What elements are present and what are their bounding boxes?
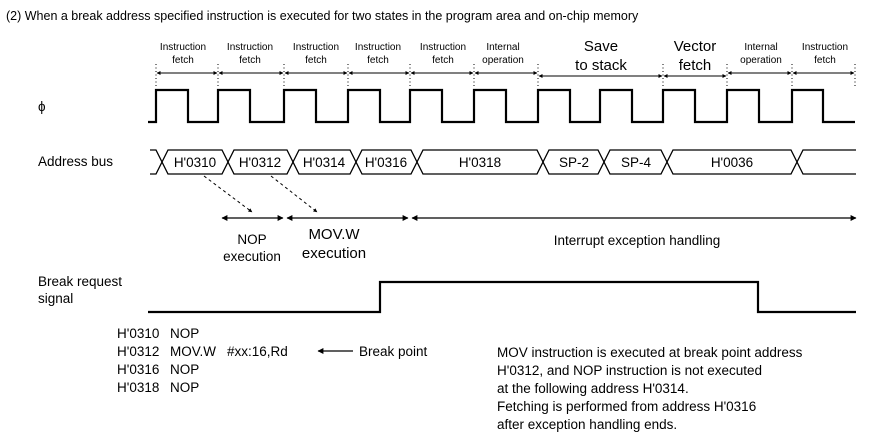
phase-1-line2: fetch	[172, 55, 194, 66]
nop-execution-line1: NOP	[237, 232, 266, 247]
program-addr: H'0316	[117, 362, 159, 377]
note-line: MOV instruction is executed at break poi…	[497, 345, 803, 360]
phase-1-line1: Instruction	[160, 42, 206, 53]
note-line: after exception handling ends.	[497, 417, 677, 432]
program-listing: H'0310 NOP H'0312 MOV.W #xx:16,Rd H'0316…	[117, 326, 288, 395]
addr-0316: H'0316	[365, 155, 407, 170]
phase-3-line2: fetch	[305, 55, 327, 66]
phase-7-line1: Save	[584, 38, 618, 55]
addr-0318: H'0318	[459, 155, 501, 170]
interrupt-handling-label: Interrupt exception handling	[554, 233, 721, 248]
phase-dividers	[155, 64, 856, 88]
program-addr: H'0312	[117, 344, 159, 359]
phase-6-line2: operation	[482, 55, 524, 66]
mov-execution-line2: execution	[302, 245, 366, 262]
program-addr: H'0310	[117, 326, 159, 341]
diagram-title: (2) When a break address specified instr…	[6, 9, 639, 23]
nop-pointer-arrow	[203, 175, 253, 213]
phi-label: ϕ	[38, 99, 46, 114]
phase-9-line1: Internal	[744, 42, 777, 53]
program-operand: #xx:16,Rd	[227, 344, 288, 359]
addr-0312: H'0312	[239, 155, 281, 170]
phase-8-line2: fetch	[679, 57, 712, 74]
addr-0036: H'0036	[711, 155, 753, 170]
program-op: MOV.W	[170, 344, 216, 359]
phase-arrows	[156, 71, 855, 78]
break-request-label-line1: Break request	[38, 274, 122, 289]
note-line: Fetching is performed from address H'031…	[497, 399, 756, 414]
addr-0310: H'0310	[174, 155, 216, 170]
mov-execution-line1: MOV.W	[308, 226, 360, 243]
note-line: at the following address H'0314.	[497, 381, 689, 396]
phase-10-line2: fetch	[814, 55, 836, 66]
phi-clock-waveform	[148, 88, 855, 124]
phase-3-line1: Instruction	[293, 42, 339, 53]
program-addr: H'0318	[117, 380, 159, 395]
addr-sp-4: SP-4	[621, 155, 652, 170]
phase-4-line2: fetch	[367, 55, 389, 66]
break-request-waveform	[148, 280, 856, 314]
program-op: NOP	[170, 362, 199, 377]
phase-7-line2: to stack	[575, 57, 627, 74]
phase-2-line2: fetch	[239, 55, 261, 66]
break-request-label-line2: signal	[38, 291, 73, 306]
addr-sp-2: SP-2	[559, 155, 589, 170]
explanation-note: MOV instruction is executed at break poi…	[497, 345, 803, 432]
phase-9-line2: operation	[740, 55, 782, 66]
phase-10-line1: Instruction	[802, 42, 848, 53]
address-bus-waveform	[150, 149, 856, 175]
phase-2-line1: Instruction	[227, 42, 273, 53]
phase-labels: Instruction fetch Instruction fetch Inst…	[160, 38, 848, 74]
phase-5-line2: fetch	[432, 55, 454, 66]
note-line: H'0312, and NOP instruction is not execu…	[497, 363, 762, 378]
mov-pointer-arrow	[270, 175, 318, 213]
phase-4-line1: Instruction	[355, 42, 401, 53]
address-bus-label: Address bus	[38, 154, 113, 169]
phase-8-line1: Vector	[674, 38, 717, 55]
program-op: NOP	[170, 380, 199, 395]
phase-6-line1: Internal	[486, 42, 519, 53]
phase-5-line1: Instruction	[420, 42, 466, 53]
program-op: NOP	[170, 326, 199, 341]
addr-0314: H'0314	[303, 155, 346, 170]
nop-execution-line2: execution	[223, 249, 281, 264]
break-point-label: Break point	[359, 344, 428, 359]
